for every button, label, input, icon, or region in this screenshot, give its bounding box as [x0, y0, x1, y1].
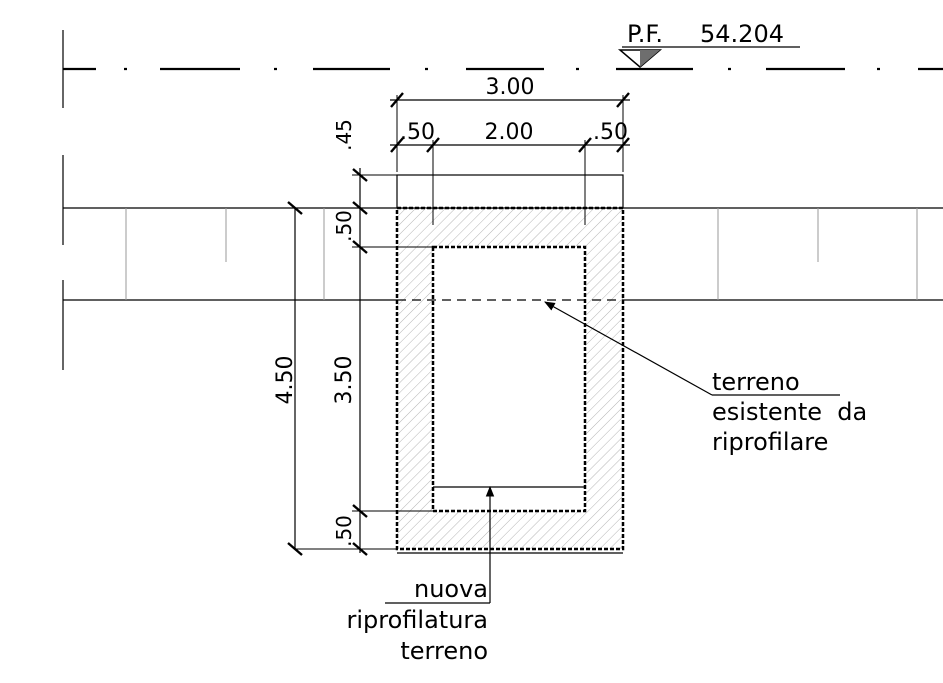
annotation-existing-ground: terreno esistente da riprofilare — [544, 301, 867, 456]
dim-tick — [352, 542, 368, 556]
label-riprofilare: riprofilare — [712, 428, 828, 456]
ground-structure — [62, 155, 943, 370]
pf-value: 54.204 — [700, 20, 784, 48]
dim-inner-height: 3.50 — [332, 356, 357, 405]
concrete-wall-hatch — [397, 208, 623, 549]
dim-tick — [390, 92, 404, 108]
dim-total-width: 3.00 — [486, 75, 535, 100]
dim-left-wall: .50 — [400, 120, 435, 145]
box-inner-opening — [431, 245, 587, 513]
dim-right-wall: .50 — [593, 120, 628, 145]
pf-label: P.F. — [627, 20, 663, 48]
label-esistente-da: esistente da — [712, 398, 867, 426]
dim-tick — [390, 137, 404, 153]
dim-cover-depth: .45 — [332, 119, 356, 151]
dim-tick — [426, 137, 440, 153]
label-terreno: terreno — [712, 368, 800, 396]
label-riprofilatura: riprofilatura — [347, 606, 488, 634]
label-nuova: nuova — [414, 575, 488, 603]
dim-inner-width: 2.00 — [485, 120, 534, 145]
dim-tick — [352, 201, 368, 215]
elevation-reference: P.F. 54.204 — [62, 20, 943, 108]
cover-layer — [396, 174, 624, 209]
box-outer-outline — [395, 206, 625, 551]
dim-tick — [616, 92, 630, 108]
dim-tick — [616, 137, 630, 153]
leader-arrow-existing — [544, 301, 713, 396]
annotation-new-ground: nuova riprofilatura terreno — [347, 485, 495, 665]
dim-bottom-slab: .50 — [332, 515, 356, 547]
dim-tick — [578, 137, 592, 153]
dim-tick — [287, 201, 303, 215]
ground-divider-ticks — [125, 208, 918, 300]
elevation-triangle-fill — [640, 50, 660, 67]
dim-top-slab: .50 — [332, 210, 356, 242]
horizontal-dimensions: 3.00 .50 2.00 .50 — [390, 75, 630, 153]
label-terreno-new: terreno — [400, 637, 488, 665]
culvert-box — [395, 95, 625, 554]
vertical-dimensions: 4.50 .45 .50 3.50 .50 — [273, 119, 433, 556]
dim-total-height: 4.50 — [273, 356, 298, 405]
